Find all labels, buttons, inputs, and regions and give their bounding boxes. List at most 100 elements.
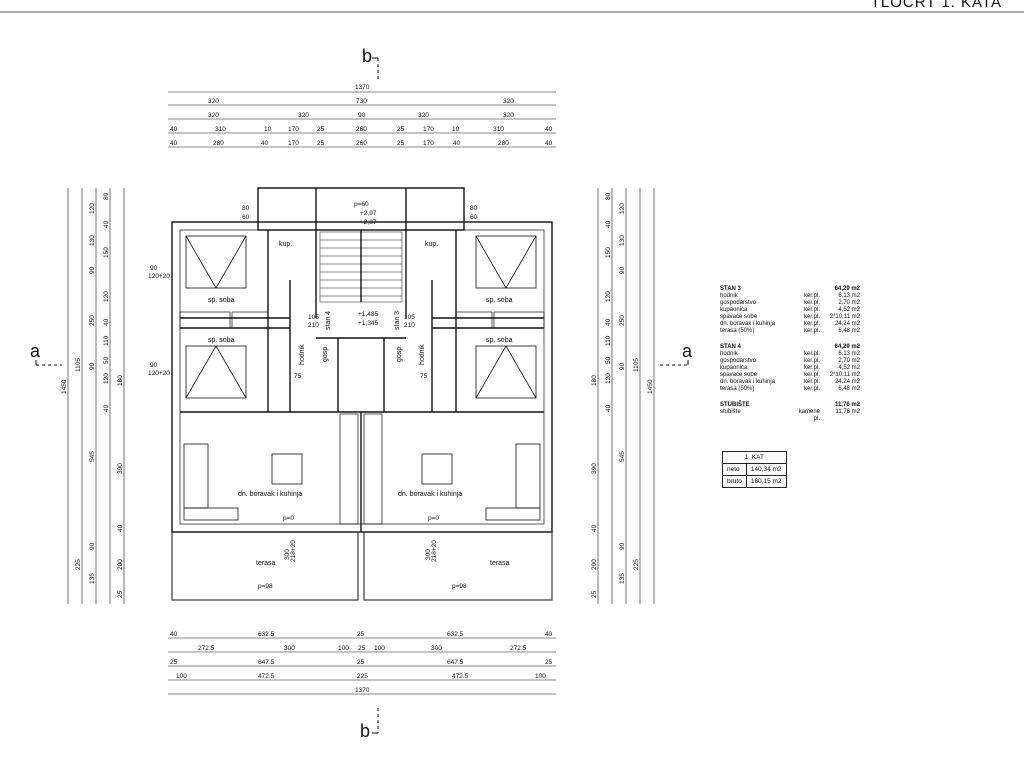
bed-top-right [475,235,537,289]
svg-text:545: 545 [619,451,626,462]
top-dim-row3: 40 310 10 170 25 260 25 170 10 310 40 [170,126,553,133]
table-row-val: 2,70 m2 [838,358,860,364]
svg-text:150: 150 [605,247,612,258]
table-row-name: gospodarstvo [720,300,757,306]
svg-text:280: 280 [213,140,224,147]
kitchen-counters [339,413,383,525]
label-75-right: 75 [420,373,428,380]
bottom-dim-row2: 272.5 300 100 25 100 300 272.5 [198,645,527,652]
svg-text:730: 730 [356,98,367,105]
section-b-bottom: b [360,708,379,741]
room-label-boravak-left: dn. boravak i kuhinja [238,491,302,498]
svg-text:90: 90 [619,362,626,370]
table-row-name: gospodarstvo [720,358,757,364]
room-label-stan-4: stan 4 [325,311,332,330]
svg-text:100: 100 [338,645,349,652]
svg-text:632.5: 632.5 [447,631,464,638]
svg-text:632.5: 632.5 [258,631,275,638]
label-75-left: 75 [294,373,302,380]
svg-text:1450: 1450 [647,379,654,394]
svg-text:200: 200 [591,559,598,570]
svg-text:110: 110 [103,335,110,346]
svg-text:390: 390 [117,463,124,474]
room-label-terasa-right: terasa [490,560,510,567]
wardrobes [179,311,545,329]
label-60-right: 60 [470,214,478,221]
right-dim-a: 120 130 90 250 90 545 90 135 [619,203,626,584]
svg-text:25: 25 [357,659,365,666]
label-105-left: 105 [308,314,319,321]
svg-text:120: 120 [103,291,110,302]
svg-text:300: 300 [431,645,442,652]
neto-value: 140,34 m2 [745,463,787,476]
svg-text:25: 25 [170,659,178,666]
svg-text:80: 80 [605,192,612,200]
dining-table-right [421,453,453,485]
svg-text:90: 90 [619,266,626,274]
svg-text:310: 310 [215,126,226,133]
svg-text:250: 250 [619,315,626,326]
svg-text:300: 300 [284,645,295,652]
room-label-hodnik-right: hodnik [419,344,426,365]
svg-text:25: 25 [357,631,365,638]
svg-text:40: 40 [103,220,110,228]
label-level-1345: +1,345 [358,320,378,327]
svg-text:225: 225 [633,559,640,570]
svg-text:40: 40 [605,318,612,326]
table-row-mat: ker.pl. [803,293,820,299]
svg-text:170: 170 [288,140,299,147]
table-row-mat: ker.pl. [803,351,820,357]
svg-text:40: 40 [170,140,178,147]
svg-text:170: 170 [423,126,434,133]
label-210-left: 210 [308,322,319,329]
stubiste-total: 11,76 m2 [834,402,860,408]
table-row-val: 4,52 m2 [838,307,860,313]
table-row-name: dn. boravak i kuhinja [720,321,776,327]
svg-text:25: 25 [317,126,325,133]
label-60-left: 60 [242,214,250,221]
svg-text:320: 320 [298,112,309,119]
bottom-dim-row3: 25 647.5 25 647.5 25 [170,659,553,666]
svg-text:90: 90 [89,362,96,370]
bed-bottom-right [475,345,537,399]
room-label-sp-soba-1: sp. soba [208,297,235,304]
svg-text:647.5: 647.5 [447,659,464,666]
svg-text:120: 120 [605,291,612,302]
section-a-right: a [660,341,693,366]
room-label-gosp-left: gosp. [322,345,329,362]
svg-text:40: 40 [103,404,110,412]
svg-text:25: 25 [358,645,366,652]
bottom-dim-row4: 100 472.5 225 472.5 100 [176,673,546,680]
svg-text:130: 130 [619,235,626,246]
label-level-1485: +1,485 [358,311,378,318]
svg-text:200: 200 [117,559,124,570]
bruto-label: bruto [722,475,747,488]
svg-text:320: 320 [503,98,514,105]
bed-top-left [185,235,247,289]
room-label-sp-soba-2: sp. soba [486,297,513,304]
svg-text:272.5: 272.5 [510,645,527,652]
svg-text:225: 225 [357,673,368,680]
bottom-dim-row1: 40 632.5 25 632.5 40 [170,631,553,638]
dining-table-left [271,453,303,485]
svg-text:a: a [30,341,41,361]
stan-3-title: STAN 3 [720,286,741,292]
svg-text:180: 180 [591,375,598,386]
svg-text:b: b [362,46,372,66]
svg-text:100: 100 [176,673,187,680]
right-dim-b: 80 40 150 120 40 110 50 120 40 180 390 4… [591,192,612,598]
bruto-value: 160,15 m2 [745,475,787,488]
label-p98-left: p=98 [258,583,273,590]
table-row-val: 6,13 m2 [838,351,860,357]
svg-text:320: 320 [503,112,514,119]
svg-text:320: 320 [208,98,219,105]
svg-text:25: 25 [591,590,598,598]
svg-text:1370: 1370 [355,687,370,694]
room-label-kup-right: kup. [425,241,438,248]
stubiste-title: STUBIŠTE [720,402,750,408]
svg-text:130: 130 [89,235,96,246]
label-218-left: 218+20 [290,540,297,562]
